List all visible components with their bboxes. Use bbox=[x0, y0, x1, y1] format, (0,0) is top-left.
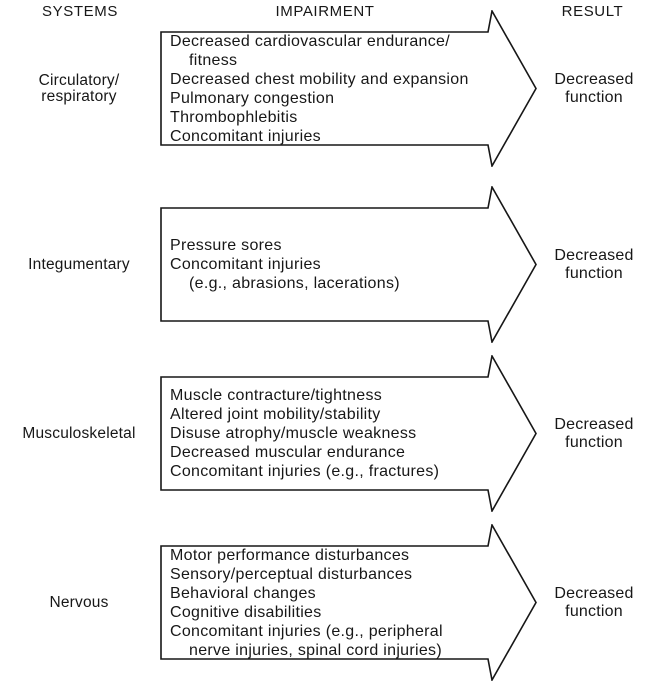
system-label-line: Musculoskeletal bbox=[22, 424, 136, 442]
impairment-item: Concomitant injuries bbox=[170, 127, 321, 145]
systems-column-header: SYSTEMS bbox=[42, 3, 118, 20]
impairment-item: (e.g., abrasions, lacerations) bbox=[189, 275, 400, 292]
impairment-item: Concomitant injuries (e.g., fractures) bbox=[170, 463, 440, 480]
system-label: Musculoskeletal bbox=[0, 355, 158, 512]
impairment-item: Cognitive disabilities bbox=[170, 603, 322, 621]
system-label: Nervous bbox=[0, 524, 158, 681]
system-label-line: Integumentary bbox=[28, 255, 130, 273]
result-label-line: function bbox=[565, 433, 623, 451]
impairment-item: fitness bbox=[189, 51, 238, 69]
result-label-line: Decreased bbox=[554, 70, 634, 88]
impairment-list: Decreased cardiovascular endurance/fitne… bbox=[161, 32, 505, 145]
block-arrow-outline bbox=[160, 10, 537, 167]
result-label-line: Decreased bbox=[554, 246, 634, 264]
block-arrow bbox=[160, 524, 537, 681]
block-arrow bbox=[160, 10, 537, 167]
system-label: Circulatory/respiratory bbox=[0, 10, 158, 167]
system-label-line: respiratory bbox=[41, 87, 117, 105]
impairment-item: Altered joint mobility/stability bbox=[170, 406, 381, 423]
impairment-item: Concomitant injuries (e.g., peripheral bbox=[170, 622, 443, 640]
impairment-item: Motor performance disturbances bbox=[170, 546, 410, 564]
result-label-line: function bbox=[565, 602, 623, 620]
impairment-item: Disuse atrophy/muscle weakness bbox=[170, 425, 417, 442]
result-label-line: Decreased bbox=[554, 584, 634, 602]
result-label-line: function bbox=[565, 264, 623, 282]
impairment-item: Decreased chest mobility and expansion bbox=[170, 70, 469, 88]
impairment-item: Sensory/perceptual disturbances bbox=[170, 565, 413, 583]
impairment-item: nerve injuries, spinal cord injuries) bbox=[189, 641, 442, 659]
system-label-line: Circulatory/ bbox=[38, 71, 120, 89]
block-arrow-outline bbox=[160, 524, 537, 681]
block-arrow-outline bbox=[160, 186, 537, 343]
block-arrow bbox=[160, 355, 537, 512]
impairment-item: Pulmonary congestion bbox=[170, 89, 335, 107]
result-label-line: function bbox=[565, 88, 623, 106]
impairment-column-header: IMPAIRMENT bbox=[275, 3, 375, 20]
result-label-line: Decreased bbox=[554, 415, 634, 433]
system-row: Musculoskeletal Muscle contracture/tightn… bbox=[0, 355, 650, 512]
system-label: Integumentary bbox=[0, 186, 158, 343]
block-arrow bbox=[160, 186, 537, 343]
impairment-item: Muscle contracture/tightness bbox=[170, 387, 383, 404]
impairment-item: Decreased cardiovascular endurance/ bbox=[170, 32, 450, 50]
impairment-item: Thrombophlebitis bbox=[170, 108, 298, 126]
system-label-line: Nervous bbox=[49, 593, 109, 611]
impairment-item: Behavioral changes bbox=[170, 584, 316, 602]
impairment-item: Concomitant injuries bbox=[170, 256, 321, 273]
result-column-header: RESULT bbox=[561, 3, 624, 20]
block-arrow-outline bbox=[160, 355, 537, 512]
impairment-item: Decreased muscular endurance bbox=[170, 444, 406, 461]
impairment-item: Pressure sores bbox=[170, 237, 282, 254]
